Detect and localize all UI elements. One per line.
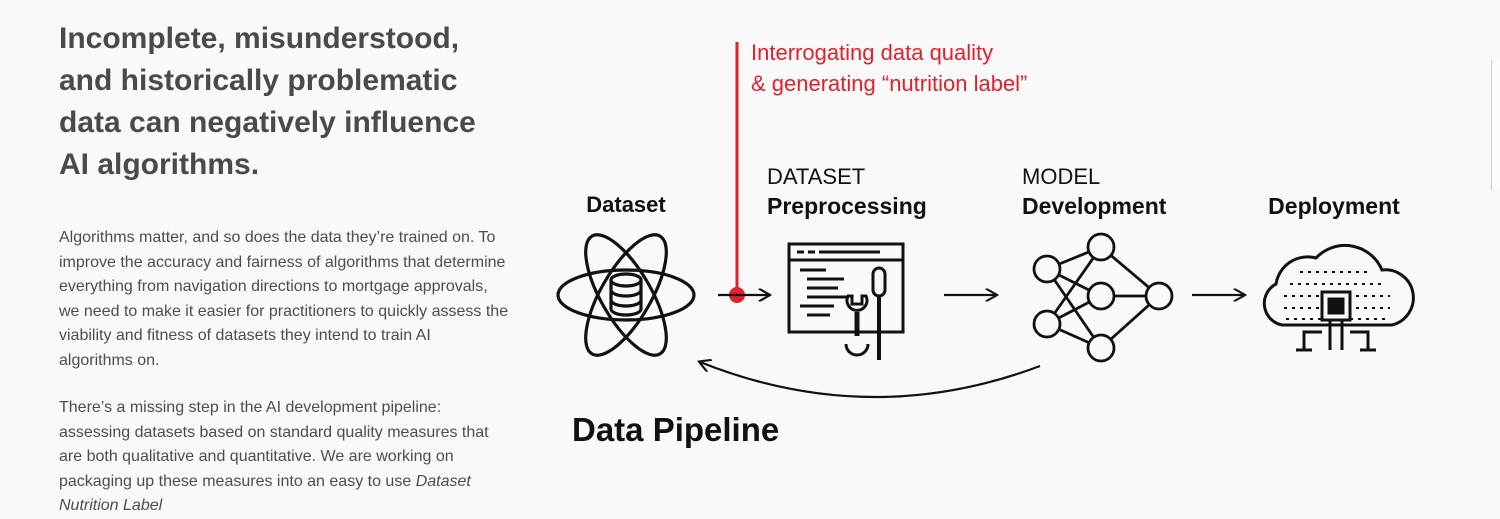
- code-tools-icon: [787, 242, 905, 360]
- article-headline: Incomplete, misunderstood, and historica…: [59, 22, 476, 181]
- stage-dataset-title: Dataset: [586, 192, 666, 217]
- pipeline-title: Data Pipeline: [572, 411, 779, 448]
- stage-model-caption: MODEL: [1022, 164, 1100, 189]
- stage-preprocessing-title: Preprocessing: [767, 193, 927, 219]
- article-paragraph-1: Algorithms matter, and so does the data …: [59, 229, 509, 369]
- stage-preprocessing-caption: DATASET: [767, 164, 865, 189]
- callout-text-line-1: Interrogating data quality: [751, 40, 993, 65]
- cloud-chip-icon: [1262, 244, 1415, 352]
- page-scroll-edge[interactable]: [1491, 60, 1500, 190]
- stage-model-title: Development: [1022, 193, 1167, 219]
- atom-database-icon: [556, 233, 696, 357]
- feedback-arrow: [700, 362, 1041, 399]
- stage-deployment-title: Deployment: [1268, 193, 1400, 219]
- callout-text-line-2: & generating “nutrition label”: [751, 71, 1027, 96]
- neural-network-icon: [1032, 232, 1174, 363]
- data-pipeline-diagram: Interrogating data quality & generating …: [556, 40, 1415, 448]
- article-paragraph-2-text: There’s a missing step in the AI develop…: [59, 399, 489, 490]
